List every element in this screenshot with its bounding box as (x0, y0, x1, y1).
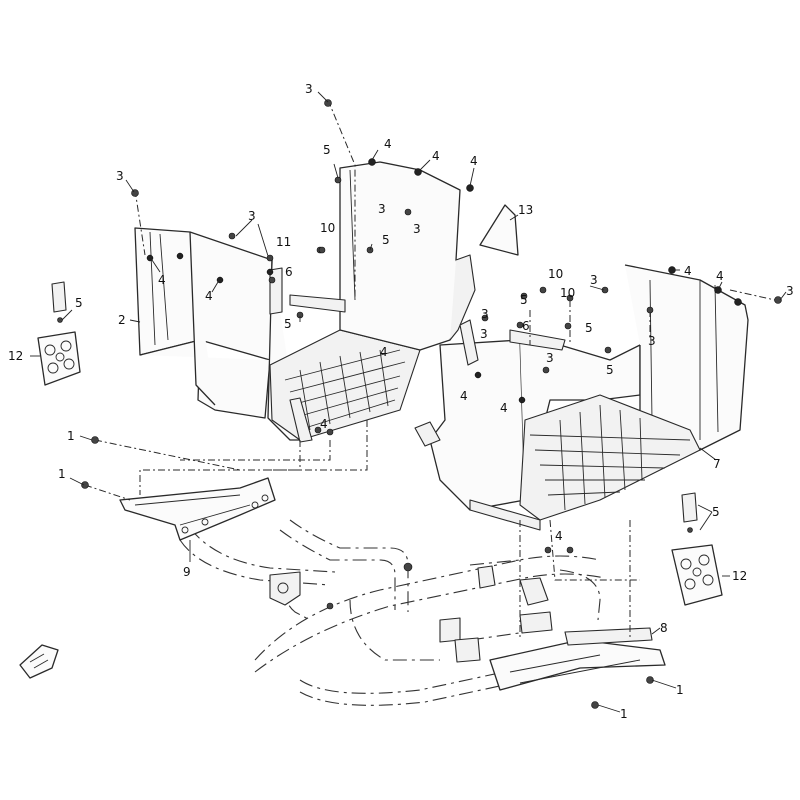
callout-4: 4 (500, 401, 508, 415)
callout-10: 10 (560, 286, 575, 300)
callout-1: 1 (67, 429, 75, 443)
fastener-guides (84, 99, 776, 640)
callout-3: 3 (786, 284, 794, 298)
callout-11: 11 (276, 235, 291, 249)
callout-4: 4 (470, 154, 478, 168)
callout-5: 5 (284, 317, 292, 331)
callout-leaders (30, 91, 787, 713)
left-bracket-9 (119, 477, 276, 541)
callout-8: 8 (660, 621, 668, 635)
callout-5: 5 (75, 296, 83, 310)
left-footwell-panel (134, 161, 476, 443)
frame-phantom (179, 519, 606, 706)
part-13-cover (479, 204, 519, 256)
callout-10: 10 (320, 221, 335, 235)
callout-3: 3 (481, 307, 489, 321)
fasteners (57, 99, 782, 709)
callout-3: 3 (546, 351, 554, 365)
callout-3: 3 (378, 202, 386, 216)
callout-5: 5 (520, 293, 528, 307)
callout-1: 1 (676, 683, 684, 697)
front-direction-arrow-icon (19, 644, 59, 679)
callout-4: 4 (320, 417, 328, 431)
callout-6: 6 (285, 265, 293, 279)
left-pad-12 (37, 281, 81, 386)
callout-3: 3 (648, 334, 656, 348)
callout-10: 10 (548, 267, 563, 281)
right-bracket-8 (489, 627, 666, 691)
callout-3: 3 (413, 222, 421, 236)
callout-3: 3 (590, 273, 598, 287)
callout-1: 1 (58, 467, 66, 481)
callout-5: 5 (323, 143, 331, 157)
callout-2: 2 (118, 313, 126, 327)
callout-5: 5 (585, 321, 593, 335)
callout-4: 4 (716, 269, 724, 283)
right-footwell-panel (414, 264, 749, 531)
callout-3: 3 (116, 169, 124, 183)
callout-4: 4 (384, 137, 392, 151)
callout-4: 4 (432, 149, 440, 163)
callout-4: 4 (555, 529, 563, 543)
callout-4: 4 (205, 289, 213, 303)
callout-4: 4 (380, 345, 388, 359)
callout-7: 7 (713, 457, 721, 471)
callout-4: 4 (684, 264, 692, 278)
callout-labels: 1 1 1 1 2 3 3 3 3 3 3 3 3 3 3 3 4 4 4 4 … (8, 82, 794, 721)
callout-3: 3 (305, 82, 313, 96)
callout-13: 13 (518, 203, 533, 217)
callout-12: 12 (732, 569, 747, 583)
callout-5: 5 (382, 233, 390, 247)
callout-5: 5 (606, 363, 614, 377)
callout-4: 4 (158, 273, 166, 287)
right-pad-12 (671, 492, 723, 606)
callout-6: 6 (522, 319, 530, 333)
callout-3: 3 (480, 327, 488, 341)
callout-9: 9 (183, 565, 191, 579)
callout-5: 5 (712, 505, 720, 519)
callout-12: 12 (8, 349, 23, 363)
callout-4: 4 (460, 389, 468, 403)
callout-3: 3 (248, 209, 256, 223)
callout-1: 1 (620, 707, 628, 721)
frame-mounts (269, 565, 553, 663)
